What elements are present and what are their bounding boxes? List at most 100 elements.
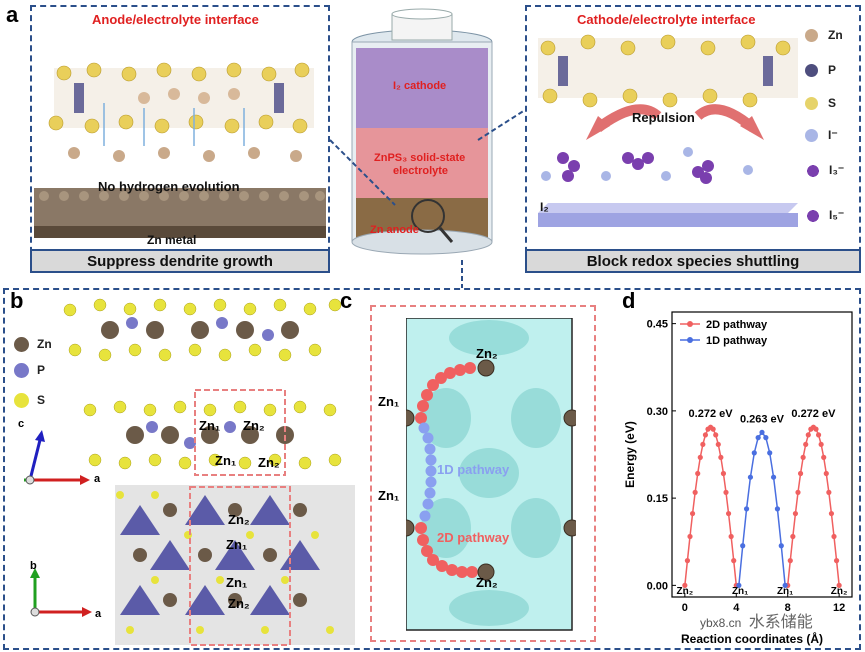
watermark: ybx8.cn 水系储能	[700, 608, 813, 632]
data-point	[736, 582, 742, 588]
panel-letter-a: a	[6, 2, 19, 27]
axes-icon-bottom	[30, 568, 92, 617]
legend-a-p: P	[805, 63, 836, 78]
site-label: Zn₂	[831, 586, 848, 597]
legend-b-s: S	[14, 393, 46, 409]
legend-swatch-dot	[687, 337, 693, 343]
data-point	[751, 450, 757, 456]
plot-frame	[672, 312, 852, 597]
x-axis-label: Reaction coordinates (Å)	[681, 631, 823, 646]
legend-b-p-swatch	[14, 363, 29, 379]
legend-a-zn-label: Zn	[828, 28, 843, 42]
i2-slab-label: I₂	[540, 200, 549, 214]
data-point	[731, 558, 737, 564]
data-point	[687, 533, 693, 540]
legend-b-zn-label: Zn	[37, 337, 52, 351]
anode-label: Zn anode	[370, 224, 419, 236]
data-point	[755, 435, 761, 441]
y-tick-label: 0.45	[647, 319, 668, 331]
panel-letter-b: b	[10, 288, 24, 313]
c-zn1-upper-label: Zn₁	[378, 394, 400, 409]
data-point	[823, 470, 829, 477]
peak-annotation: 0.272 eV	[791, 408, 836, 420]
legend-a-pentaiodide: I₅⁻	[805, 208, 844, 223]
data-point	[728, 533, 734, 540]
watermark-brand: 水系储能	[748, 614, 813, 631]
watermark-url: ybx8.cn	[700, 616, 742, 630]
legend-a-s: S	[805, 96, 836, 111]
legend-a-triiodide: I₃⁻	[805, 163, 844, 178]
bottom-panel-frame	[3, 288, 861, 650]
connector-lines	[329, 109, 526, 288]
plot-border	[671, 311, 853, 598]
cathode-label: I₂ cathode	[393, 80, 447, 92]
axes-icon-top	[24, 430, 90, 485]
x-tick-label: 4	[733, 602, 740, 614]
legend-a-triiodide-swatch	[805, 163, 821, 178]
legend-b-s-label: S	[37, 393, 46, 407]
anode-crystal-layer	[48, 62, 314, 134]
data-point	[684, 558, 691, 564]
electrolyte-label-2: electrolyte	[393, 165, 449, 177]
data-point	[795, 489, 801, 495]
legend-a-s-swatch	[805, 97, 818, 111]
data-point	[740, 543, 746, 549]
b-zn1-label-1: Zn₁	[199, 418, 221, 433]
data-point	[778, 543, 784, 549]
y-tick-label: 0.00	[647, 580, 668, 592]
y-tick-label: 0.15	[647, 493, 668, 505]
data-point	[697, 454, 703, 460]
b-zn1-label-2: Zn₁	[215, 453, 237, 468]
legend-a-pentaiodide-label: I₅⁻	[829, 208, 845, 222]
legend-label: 2D pathway	[706, 319, 768, 331]
legend-b-s-swatch	[14, 393, 29, 409]
legend-a-pentaiodide-swatch	[805, 208, 821, 223]
legend-a-zn: Zn	[805, 28, 843, 43]
b-zn2-label-3: Zn₂	[228, 512, 250, 527]
data-point	[715, 441, 721, 448]
repulsion-label: Repulsion	[632, 110, 695, 125]
data-point	[710, 426, 716, 432]
data-point	[787, 558, 793, 564]
data-point	[800, 454, 806, 460]
y-tick-label: 0.30	[647, 406, 668, 418]
suppress-dendrite-caption: Suppress dendrite growth	[30, 249, 330, 273]
site-label: Zn₁	[777, 586, 793, 597]
b-zn2-label-4: Zn₂	[228, 596, 250, 611]
data-point	[815, 432, 822, 438]
c-zn1-lower-label: Zn₁	[378, 488, 400, 503]
legend-a-iodide-label: I⁻	[828, 128, 838, 142]
panel-c-diffusion	[406, 318, 576, 631]
layer-side-view-1	[63, 298, 342, 362]
c-2d-pathway-label: 2D pathway	[437, 530, 510, 545]
x-tick-label: 12	[833, 602, 845, 614]
b-zn1-label-4: Zn₁	[226, 575, 248, 590]
legend-label: 1D pathway	[706, 335, 768, 347]
data-point	[723, 489, 729, 495]
data-point	[792, 510, 799, 517]
b-zn2-label-2: Zn₂	[258, 455, 280, 470]
data-point	[720, 470, 727, 477]
panel-c-frame	[370, 305, 596, 642]
data-point	[782, 582, 788, 588]
data-point	[689, 510, 696, 517]
layer-side-view-2	[83, 389, 342, 476]
c-zn2-top-label: Zn₂	[476, 346, 498, 361]
data-point	[828, 510, 835, 517]
data-point	[713, 432, 719, 438]
battery-illustration	[351, 8, 493, 255]
layer-top-view	[115, 485, 355, 646]
c-1d-pathway-label: 1D pathway	[437, 462, 510, 477]
panel-letter-c: c	[340, 288, 353, 313]
axis-label-a-top: a	[94, 473, 101, 485]
data-point	[833, 558, 840, 564]
data-point	[743, 506, 750, 512]
site-label: Zn₁	[732, 586, 748, 597]
data-point	[821, 454, 827, 460]
electrolyte-label-1: ZnPS₃ solid-state	[374, 152, 466, 164]
peak-annotation: 0.263 eV	[740, 413, 785, 425]
anode-illustration	[34, 62, 326, 238]
legend-b-zn: Zn	[14, 337, 52, 353]
legend-a-iodide: I⁻	[805, 128, 838, 143]
